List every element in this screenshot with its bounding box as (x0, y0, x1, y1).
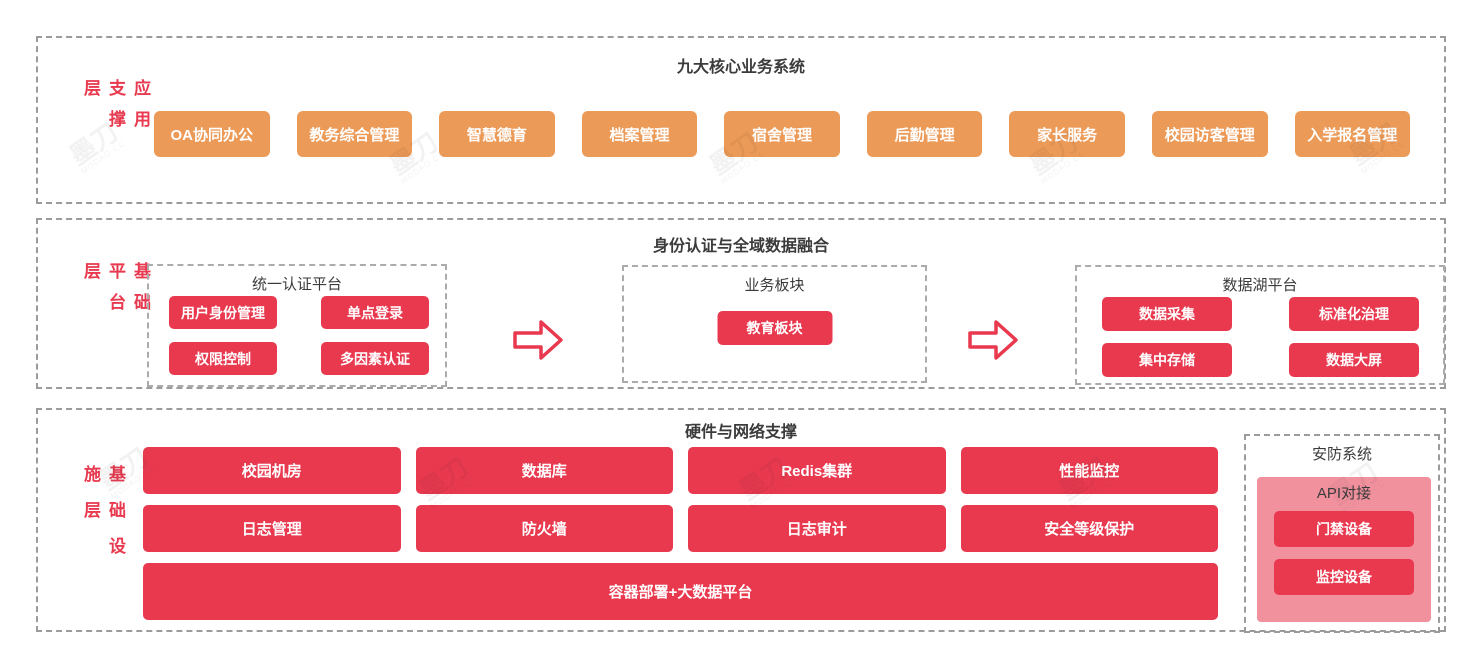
layer-title-hardware-network: 硬件与网络支撑 (684, 424, 797, 441)
datalake-box-standardization: 标准化治理 (1289, 297, 1419, 331)
infra-box-container-bigdata: 容器部署+大数据平台 (143, 563, 1218, 620)
layer-basic-platform: 基础平台层 身份认证与全域数据融合 统一认证平台 用户身份管理 单点登录 权限控… (36, 218, 1446, 389)
business-box-education: 教育板块 (717, 311, 832, 345)
infra-row-2: 日志管理 防火墙 日志审计 安全等级保护 (143, 505, 1218, 552)
security-box-access-control-device: 门禁设备 (1274, 511, 1414, 547)
right-arrow-icon (513, 320, 563, 360)
layer-title-identity-data-fusion: 身份认证与全域数据融合 (652, 238, 829, 255)
layer-label-infrastructure: 基础设施层 (81, 465, 125, 573)
app-box-dormitory: 宿舍管理 (724, 111, 840, 157)
right-arrow-icon (968, 320, 1018, 360)
infra-row-1: 校园机房 数据库 Redis集群 性能监控 (143, 447, 1218, 494)
layer-title-core-systems: 九大核心业务系统 (676, 59, 805, 76)
group-unified-auth-platform: 统一认证平台 用户身份管理 单点登录 权限控制 多因素认证 (147, 264, 447, 387)
app-box-moral-edu: 智慧德育 (439, 111, 555, 157)
app-box-logistics: 后勤管理 (866, 111, 983, 157)
infra-box-performance-monitor: 性能监控 (960, 447, 1218, 494)
group-title-business-section: 业务板块 (744, 277, 805, 294)
auth-box-permission: 权限控制 (169, 342, 277, 375)
group-title-data-lake: 数据湖平台 (1222, 277, 1298, 294)
application-box-row: OA协同办公 教务综合管理 智慧德育 档案管理 宿舍管理 后勤管理 家长服务 校… (154, 111, 1411, 157)
datalake-box-collection: 数据采集 (1102, 297, 1232, 331)
app-box-academic-mgmt: 教务综合管理 (296, 111, 413, 157)
layer-label-application-support: 应用支撑层 (81, 79, 150, 141)
group-data-lake-platform: 数据湖平台 数据采集 标准化治理 集中存储 数据大屏 (1075, 265, 1445, 385)
infra-box-log-mgmt: 日志管理 (143, 505, 401, 552)
auth-box-sso: 单点登录 (321, 296, 429, 329)
app-box-archives: 档案管理 (581, 111, 698, 157)
layer-infrastructure: 基础设施层 硬件与网络支撑 校园机房 数据库 Redis集群 性能监控 日志管理… (36, 408, 1446, 633)
datalake-box-data-screen: 数据大屏 (1289, 343, 1419, 377)
group-title-unified-auth: 统一认证平台 (251, 276, 342, 293)
security-box-surveillance-device: 监控设备 (1274, 559, 1414, 595)
datalake-box-central-storage: 集中存储 (1102, 343, 1232, 377)
panel-title-api-integration: API对接 (1316, 485, 1372, 502)
layer-application-support: 应用支撑层 九大核心业务系统 OA协同办公 教务综合管理 智慧德育 档案管理 宿… (36, 36, 1446, 204)
group-security-system: 安防系统 API对接 门禁设备 监控设备 (1244, 434, 1440, 633)
group-business-section: 业务板块 教育板块 (622, 265, 927, 383)
infra-box-log-audit: 日志审计 (688, 505, 946, 552)
infra-box-firewall: 防火墙 (415, 505, 673, 552)
infra-box-redis-cluster: Redis集群 (688, 447, 946, 494)
app-box-enrollment: 入学报名管理 (1294, 111, 1411, 157)
layer-label-basic-platform: 基础平台层 (81, 261, 150, 324)
group-title-security-system: 安防系统 (1311, 446, 1372, 463)
auth-box-mfa: 多因素认证 (321, 342, 429, 375)
infra-box-security-grade-protection: 安全等级保护 (960, 505, 1218, 552)
auth-box-user-identity: 用户身份管理 (169, 296, 277, 329)
infra-box-campus-server-room: 校园机房 (143, 447, 401, 494)
api-integration-panel: API对接 门禁设备 监控设备 (1257, 477, 1431, 622)
app-box-visitor-mgmt: 校园访客管理 (1151, 111, 1268, 157)
app-box-oa: OA协同办公 (154, 111, 270, 157)
app-box-parent-service: 家长服务 (1009, 111, 1125, 157)
infra-box-database: 数据库 (415, 447, 673, 494)
